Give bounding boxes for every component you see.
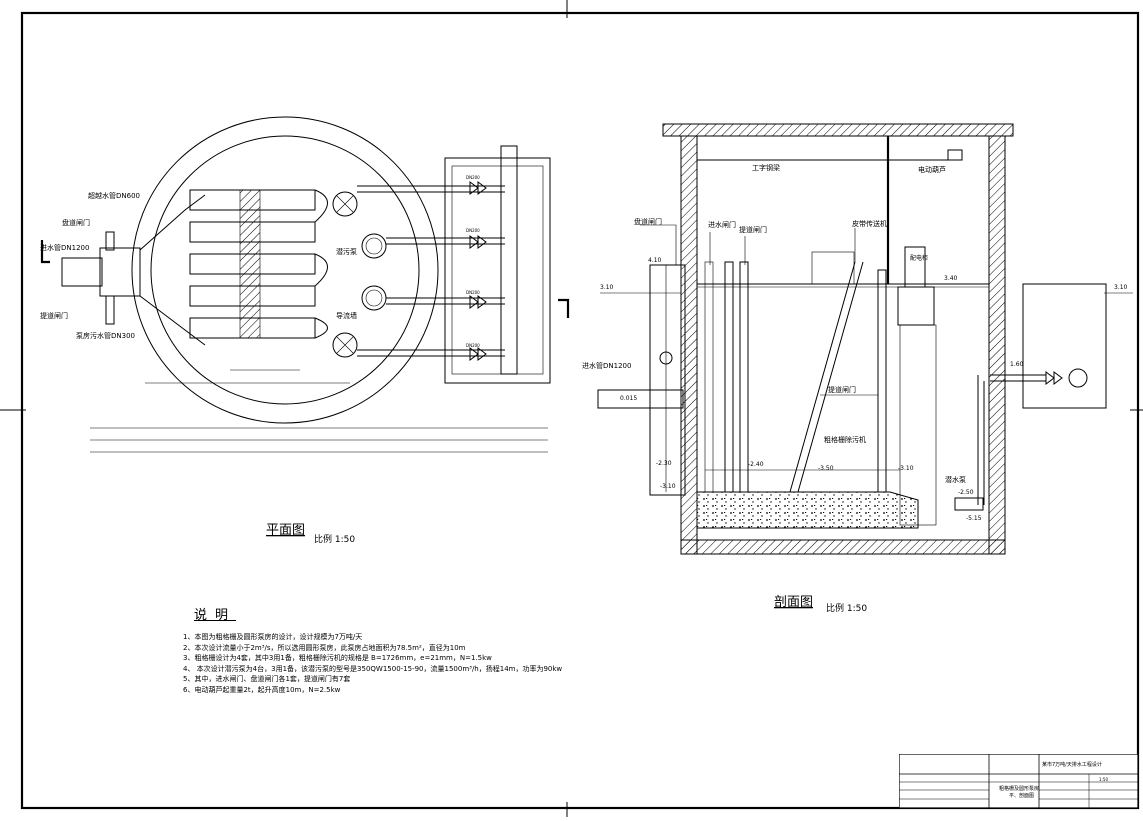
label-sluice-gate-s2: 提道闸门 (828, 385, 856, 394)
note-item: 5、其中，进水闸门、盘道闸门各1套，提道闸门有7套 (183, 675, 351, 684)
right-wall (988, 135, 1006, 555)
screen-channels (189, 189, 328, 339)
label-guide-bar: 导流墙 (336, 311, 357, 320)
roof-slab (662, 123, 1014, 137)
elev-4: 4.10 (648, 257, 662, 264)
title-block: 某市7万吨/天排水工程设计 粗格栅及圆形泵房 平、剖面图 1:50 (899, 754, 1138, 808)
label-conveyor: 皮带传送机 (852, 219, 887, 228)
left-wall (680, 135, 698, 555)
elev-11: -3.10 (660, 483, 676, 490)
note-item: 2、本次设计流量小于2m³/s，所以选用圆形泵房，此泵房占地面积为78.5m²，… (183, 643, 466, 652)
elev-9: -3.50 (818, 465, 834, 472)
outlet-pipes (357, 181, 505, 361)
concrete-fill (696, 491, 919, 529)
electrical-cabinet (904, 246, 926, 288)
project-name: 某市7万吨/天排水工程设计 (1042, 761, 1102, 768)
elev-10: -3.10 (898, 465, 914, 472)
screen-cleaner (789, 261, 856, 493)
section-view (597, 123, 1133, 555)
label-inlet-pipe-s: 进水管DN1200 (582, 361, 631, 370)
hoist (947, 149, 963, 161)
drawing-name: 粗格栅及圆形泵房 (999, 785, 1039, 792)
elev-8: -2.40 (748, 461, 764, 468)
plan-dimensions (90, 369, 548, 453)
discharge-pipe (990, 374, 1046, 382)
note-item: 4、 本次设计潜污泵为4台，3用1备，该潜污泵的型号是350QW1500-15-… (183, 664, 563, 673)
label-inlet-gate: 进水闸门 (708, 220, 736, 229)
plan-view (40, 116, 570, 453)
inlet-pipe-section (597, 389, 684, 409)
elev-3: 3.40 (944, 275, 958, 282)
water-levels (600, 292, 1133, 471)
elev-1: 3.10 (600, 284, 614, 291)
valve-chamber-plan (444, 157, 551, 384)
label-pump: 潜水泵 (945, 475, 966, 484)
outlet-chamber (1022, 283, 1107, 409)
pumps-plan (332, 191, 387, 358)
section-title: 剖面图 (774, 595, 813, 610)
overflow-pipe-plan (500, 145, 518, 375)
elev-2: 3.10 (1114, 284, 1128, 291)
section-scale: 比例 1:50 (826, 602, 867, 614)
label-submersible-pump: 潜污泵 (336, 247, 357, 256)
plan-title: 平面图 (266, 523, 305, 538)
label-dn200-3: DN200 (466, 290, 480, 295)
label-dn200-2: DN200 (466, 228, 480, 233)
elev-7: -2.30 (656, 460, 672, 467)
note-item: 6、电动葫芦起重量2t，起升高度10m，N=2.5kw (183, 685, 341, 694)
label-overflow-pipe: 超越水管DN600 (88, 191, 140, 200)
label-gate-valve: 盘道闸门 (62, 218, 90, 227)
label-screen-cleaner: 粗格栅除污机 (824, 435, 866, 444)
label-hoist: 电动葫芦 (918, 165, 946, 174)
gates-section (704, 136, 890, 493)
inner-well-wall (150, 135, 420, 405)
scale-value: 1:50 (1099, 777, 1108, 782)
label-inlet-pipe: 进水管DN1200 (40, 243, 89, 252)
plan-scale: 比例 1:50 (314, 533, 355, 545)
label-cabinet: 配电柜 (910, 254, 928, 262)
label-sluice-gate: 提道闸门 (40, 311, 68, 320)
notes-title: 说明 (194, 608, 237, 623)
drawing-sub: 平、剖面图 (1009, 792, 1034, 799)
note-item: 1、本图为粗格栅及圆形泵房的设计，设计规模为7万吨/天 (183, 633, 363, 641)
label-i-beam: 工字钢梁 (752, 163, 780, 172)
label-sluice-gate-s: 提道闸门 (739, 225, 767, 234)
label-dn200-1: DN200 (466, 175, 480, 180)
inlet-chamber (99, 247, 141, 297)
note-item: 3、粗格栅设计为4套，其中3用1备，粗格栅除污机的规格是 B=1726mm，e=… (183, 654, 492, 663)
inlet-pipe-plan (61, 257, 103, 287)
elev-5: 0.015 (620, 395, 637, 402)
elev-13: -5.15 (966, 515, 982, 522)
label-gate-valve-s: 盘道闸门 (634, 217, 662, 226)
notes-list: 1、本图为粗格栅及圆形泵房的设计，设计规模为7万吨/天 2、本次设计流量小于2m… (183, 632, 743, 696)
outer-well-wall (131, 116, 439, 424)
label-dn200-4: DN200 (466, 343, 480, 348)
label-pump-room-sewer: 泵房污水管DN300 (76, 331, 135, 340)
base-slab (680, 539, 1006, 555)
elev-6: 1.60 (1010, 361, 1024, 368)
elev-12: -2.50 (958, 489, 974, 496)
